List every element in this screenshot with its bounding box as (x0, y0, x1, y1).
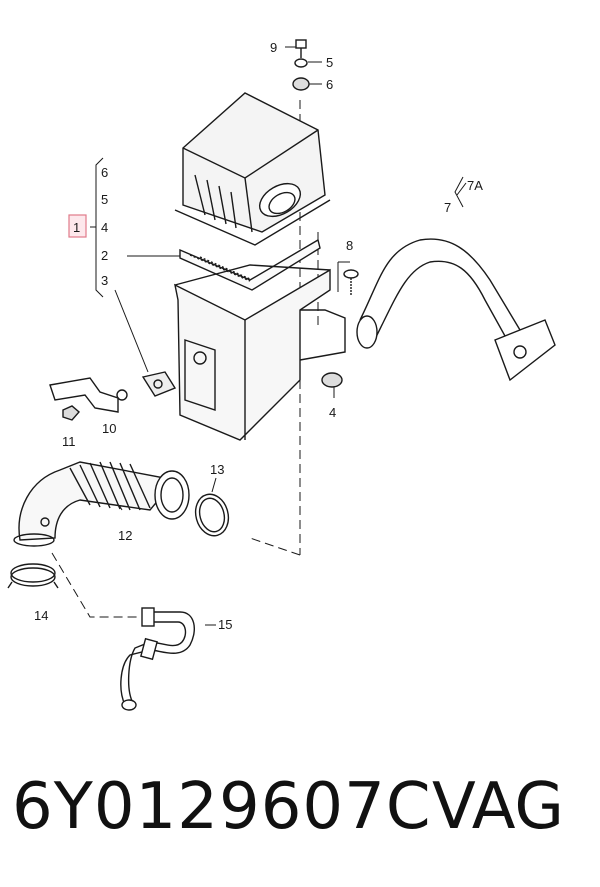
highlight-box (68, 214, 87, 238)
callout-5-top: 5 (326, 55, 333, 70)
leader-lines (90, 46, 467, 626)
nut-11 (62, 405, 80, 421)
intake-hose-12 (13, 461, 190, 547)
callout-8: 8 (346, 238, 353, 253)
callout-6-top: 6 (326, 77, 333, 92)
bolt-9 (295, 39, 307, 58)
callout-15: 15 (218, 617, 232, 632)
callout-13: 13 (210, 462, 224, 477)
callout-11: 11 (62, 434, 76, 449)
callout-7a: 7A (467, 178, 483, 193)
callout-labels: 9 5 6 6 5 1 4 2 3 8 7A 7 4 11 10 13 12 1… (34, 40, 483, 632)
grommet-4 (321, 372, 343, 388)
bracket-10 (49, 377, 128, 413)
washer-5 (294, 58, 308, 68)
group-5: 5 (101, 192, 108, 207)
grommet-6 (292, 77, 310, 91)
screw-8 (343, 269, 359, 296)
hose-clamp-13 (194, 493, 230, 537)
callout-7: 7 (444, 200, 451, 215)
brand-label: VAG (432, 770, 564, 844)
callout-14: 14 (34, 608, 48, 623)
callout-9: 9 (270, 40, 277, 55)
group-1: 1 (73, 220, 80, 235)
hose-clamp-14 (7, 563, 59, 589)
callout-10: 10 (102, 421, 116, 436)
callout-4-right: 4 (329, 405, 336, 420)
part-number: 6Y0129607C (12, 770, 432, 844)
seal-plate (141, 371, 177, 397)
filter-element (179, 238, 321, 291)
group-6: 6 (101, 165, 108, 180)
breather-hose-15 (120, 607, 196, 711)
air-filter-lid (174, 92, 331, 246)
group-3: 3 (101, 273, 108, 288)
group-2: 2 (101, 248, 108, 263)
air-filter-housing-lower (174, 264, 346, 441)
intake-hose-7 (356, 238, 556, 382)
parts-diagram: 9 5 6 6 5 1 4 2 3 8 7A 7 4 11 10 13 12 1… (7, 39, 556, 711)
group-4: 4 (101, 220, 108, 235)
callout-12: 12 (118, 528, 132, 543)
